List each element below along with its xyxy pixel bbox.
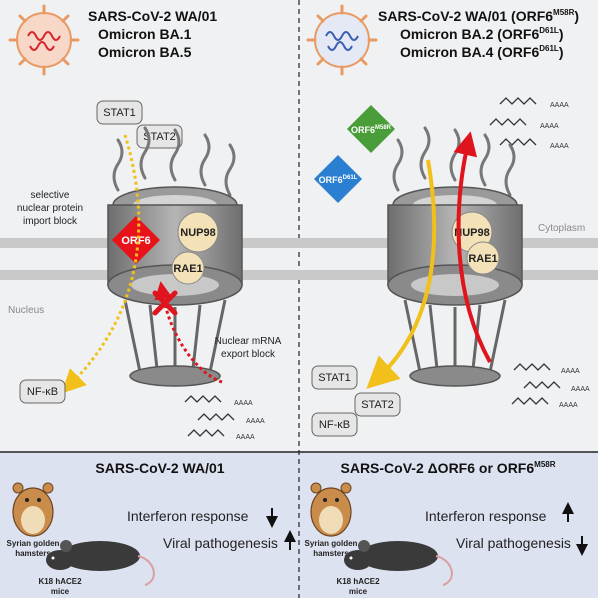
svg-text:SARS-CoV-2 ΔORF6 or ORF6M58R: SARS-CoV-2 ΔORF6 or ORF6M58R	[341, 460, 556, 476]
import-block-line-1: selective	[31, 190, 70, 201]
stat1-box-left: STAT1	[96, 100, 143, 125]
import-arrow-right	[366, 159, 437, 389]
rae1-circle-left: RAE1	[171, 251, 205, 285]
bottom-right-title: SARS-CoV-2 ΔORF6 or ORF6M58R	[341, 460, 556, 476]
nfkb-box-right: NF-κB	[311, 412, 358, 437]
bottom-left-title: SARS-CoV-2 WA/01	[95, 460, 224, 476]
right-title-line-1: SARS-CoV-2 WA/01 (ORF6M58R)	[378, 8, 579, 24]
interferon-label-right: Interferon response	[425, 508, 547, 524]
stat2-label-right: STAT2	[361, 399, 394, 411]
nucleus-label: Nucleus	[8, 305, 44, 316]
hamster-label-right-2: hamsters	[313, 549, 349, 558]
mouse-label-right-2: mice	[349, 587, 368, 596]
nup98-circle-left: NUP98	[177, 211, 219, 253]
stat1-label-left: STAT1	[103, 107, 136, 119]
rae1-circle-right: RAE1	[466, 241, 500, 275]
mouse-icon-left	[46, 540, 155, 586]
interferon-label-left: Interferon response	[127, 508, 249, 524]
hamster-icon-left	[12, 482, 54, 537]
rae1-label-left: RAE1	[173, 263, 202, 275]
hamster-icon-right	[310, 482, 352, 537]
nup98-label-left: NUP98	[180, 227, 215, 239]
polya-right-6: AAAA	[559, 402, 578, 409]
left-title-line-1: SARS-CoV-2 WA/01	[88, 8, 217, 24]
left-title-line-3: Omicron BA.5	[98, 44, 192, 60]
orf6-label-left: ORF6	[121, 235, 150, 247]
nfkb-box-left: NF-κB	[19, 379, 66, 404]
export-block-line-1: Nuclear mRNA	[215, 336, 282, 347]
stat1-label-right: STAT1	[318, 372, 351, 384]
nup98-label-right: NUP98	[454, 227, 489, 239]
hamster-label-right-1: Syrian golden	[305, 539, 358, 548]
stat2-box-right: STAT2	[354, 392, 401, 417]
mrna-icons-left	[184, 395, 235, 437]
polya-left-3: AAAA	[236, 434, 255, 441]
export-arrow-right	[453, 131, 492, 363]
polya-right-2: AAAA	[540, 123, 559, 130]
hamster-label-left-1: Syrian golden	[7, 539, 60, 548]
import-block-line-2: nuclear protein	[17, 203, 83, 214]
mouse-label-right-1: K18 hACE2	[336, 577, 380, 586]
export-block-line-2: export block	[221, 349, 276, 360]
orf6-diamond-left: ORF6	[111, 215, 161, 265]
polya-left-1: AAAA	[234, 400, 253, 407]
pathogenesis-label-left: Viral pathogenesis	[163, 535, 278, 551]
svg-text:ORF6D61L: ORF6D61L	[319, 175, 358, 185]
mrna-icons-right-top	[489, 97, 537, 146]
virus-icon-left	[8, 4, 80, 76]
mouse-label-left-1: K18 hACE2	[38, 577, 82, 586]
svg-text:SARS-CoV-2 WA/01 (ORF6M58R): SARS-CoV-2 WA/01 (ORF6M58R)	[378, 8, 579, 24]
block-x-icon	[152, 290, 178, 316]
pathogenesis-label-right: Viral pathogenesis	[456, 535, 571, 551]
polya-right-1: AAAA	[550, 102, 569, 109]
polya-right-3: AAAA	[550, 143, 569, 150]
right-title-line-2: Omicron BA.2 (ORF6D61L)	[400, 26, 563, 42]
import-block-line-3: import block	[23, 216, 78, 227]
polya-right-5: AAAA	[571, 386, 590, 393]
stat1-box-right: STAT1	[311, 365, 358, 390]
rae1-label-right: RAE1	[468, 253, 497, 265]
svg-text:Omicron BA.2 (ORF6D61L): Omicron BA.2 (ORF6D61L)	[400, 26, 563, 42]
nfkb-label-right: NF-κB	[319, 419, 350, 431]
polya-left-2: AAAA	[246, 418, 265, 425]
svg-text:Omicron BA.4 (ORF6D61L): Omicron BA.4 (ORF6D61L)	[400, 44, 563, 60]
right-title-line-3: Omicron BA.4 (ORF6D61L)	[400, 44, 563, 60]
mrna-icons-right-bottom	[511, 363, 561, 405]
mouse-label-left-2: mice	[51, 587, 70, 596]
cytoplasm-label: Cytoplasm	[538, 223, 585, 234]
orf6-d61l-diamond: ORF6D61L	[313, 154, 363, 204]
polya-right-4: AAAA	[561, 368, 580, 375]
virus-icon-right	[306, 4, 378, 76]
left-title-line-2: Omicron BA.1	[98, 26, 192, 42]
hamster-label-left-2: hamsters	[15, 549, 51, 558]
mouse-icon-right	[344, 540, 453, 586]
nuclear-pore-right	[387, 126, 523, 387]
svg-text:ORF6M58R: ORF6M58R	[351, 125, 392, 135]
nfkb-label-left: NF-κB	[27, 386, 58, 398]
orf6-m58r-diamond: ORF6M58R	[346, 104, 396, 154]
stat2-label-left: STAT2	[143, 131, 176, 143]
